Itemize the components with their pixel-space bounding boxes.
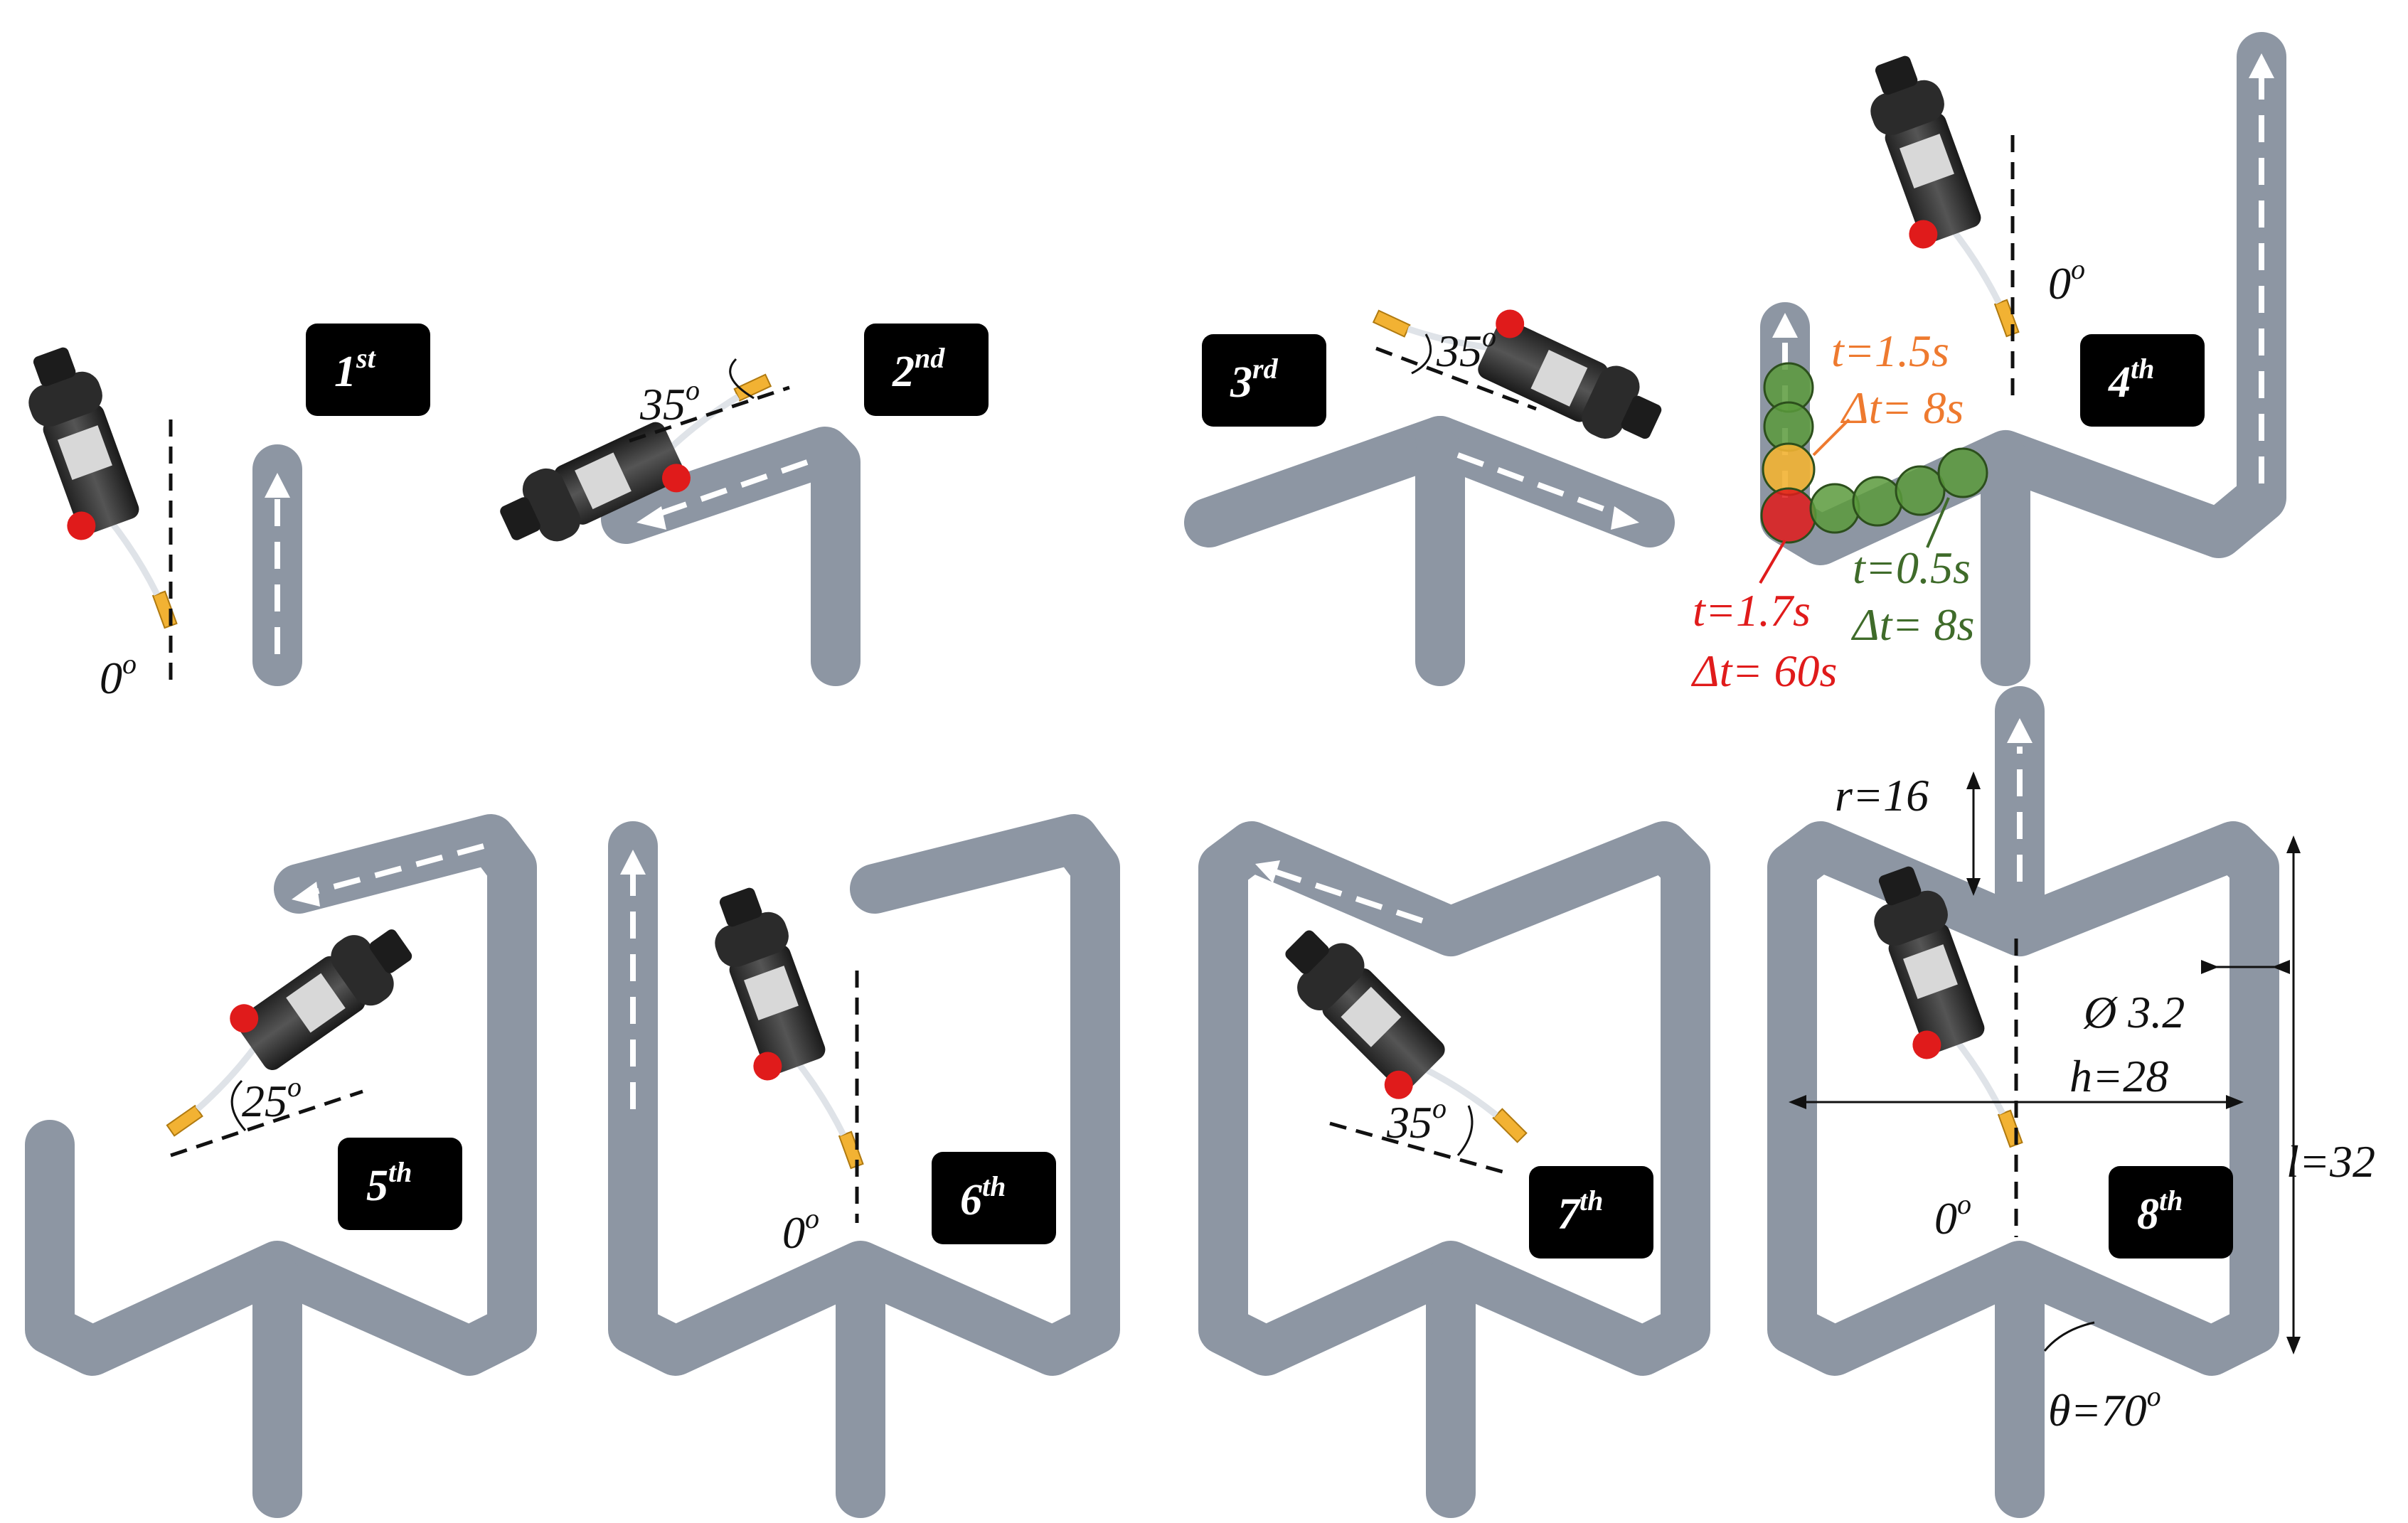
reference-line-step2: [629, 385, 790, 443]
dim-arrowhead: [2201, 960, 2219, 974]
arrowhead-step6: [620, 850, 646, 875]
direction-arrow-step3: [1456, 452, 1623, 518]
printhead-step4: [1850, 48, 2028, 356]
dimension-theta-arc: [2043, 1321, 2095, 1352]
step-badge-4: 4th: [2080, 334, 2205, 427]
direction-arrow-step5: [311, 843, 485, 895]
dimension-label-h: h=28: [2069, 1051, 2168, 1101]
angle-label-step8: 0o: [1934, 1188, 1971, 1244]
angle-label-step3: 35o: [1436, 321, 1496, 376]
angle-arc-step7: [1456, 1105, 1474, 1156]
step-badge-box: [338, 1138, 462, 1230]
timing-circle-green: [1852, 476, 1903, 527]
step-badge-8: 8th: [2109, 1166, 2233, 1259]
timing-label-green-dt: Δt= 8s: [1850, 599, 1974, 650]
angle-label-step6: 0o: [782, 1202, 819, 1258]
printhead-step1: [9, 340, 186, 648]
step-badge-box: [2109, 1166, 2233, 1259]
arrowhead-step5: [292, 882, 320, 907]
dim-arrowhead: [1966, 878, 1981, 896]
timing-label-orange-dt: Δt= 8s: [1840, 383, 1964, 433]
step-badge-label: 7th: [1557, 1185, 1603, 1239]
arrowhead-step4: [2249, 53, 2274, 78]
angle-label-step2: 35o: [639, 374, 700, 429]
dimension-label-d: Ø 3.2: [2083, 987, 2185, 1037]
direction-arrow-step2: [653, 459, 809, 518]
step-badge-box: [2080, 334, 2205, 427]
step-badge-label: 8th: [2137, 1185, 2183, 1239]
timing-circle-green: [1895, 465, 1946, 516]
leader-line-green: [1926, 497, 1950, 548]
tube-step2: [601, 427, 861, 686]
reference-line-step3: [1375, 346, 1537, 411]
dim-arrowhead: [2272, 960, 2290, 974]
angle-label-step4: 0o: [2048, 253, 2085, 309]
step-badge-box: [1529, 1166, 1653, 1259]
step-badge-box: [864, 324, 989, 416]
angle-label-step5: 25o: [242, 1071, 302, 1126]
timing-circle-green: [1809, 483, 1860, 534]
arrowhead-step7: [1255, 860, 1280, 883]
dimension-label-r: r=16: [1835, 770, 1929, 821]
step-badge-2: 2nd: [864, 324, 989, 416]
step-badge-7: 7th: [1529, 1166, 1653, 1259]
timing-label-red-dt: Δt= 60s: [1690, 646, 1837, 696]
arrowhead-step8: [2007, 718, 2033, 743]
timing-label-red-t: t=1.7s: [1693, 585, 1811, 636]
arrowhead-step2: [636, 506, 666, 530]
angle-arc-step3: [1411, 333, 1432, 375]
step-badge-box: [306, 324, 430, 416]
step-badge-label: 6th: [960, 1170, 1006, 1224]
tube-step7: [1198, 821, 1710, 1376]
tube-step6: [608, 814, 1120, 1376]
printhead-step6: [695, 880, 872, 1188]
timing-circle-orange: [1762, 442, 1816, 496]
tube-step3-left: [1184, 416, 1465, 547]
arrowhead-step4-left: [1772, 313, 1798, 338]
leader-line-orange: [1812, 418, 1850, 456]
step-badge-label: 4th: [2108, 353, 2154, 407]
dim-arrowhead: [2226, 1095, 2244, 1109]
timing-circle-red: [1760, 487, 1817, 544]
dimension-label-l: l=32: [2286, 1136, 2375, 1187]
angle-label-step1: 0o: [100, 648, 137, 703]
step-badge-label: 2nd: [892, 342, 945, 396]
step-badge-label: 3rd: [1230, 353, 1279, 407]
step-badge-5: 5th: [338, 1138, 462, 1230]
tube-step5: [25, 814, 537, 1376]
step-badge-box: [932, 1152, 1056, 1244]
dimension-label-theta: θ=70o: [2048, 1380, 2161, 1436]
step-badge-1: 1st: [306, 324, 430, 416]
step-badge-box: [1202, 334, 1326, 427]
angle-arc-step5: [230, 1079, 247, 1131]
reference-line-step7: [1329, 1121, 1508, 1175]
step-badge-label: 1st: [334, 342, 377, 396]
arrowhead-step3: [1611, 506, 1639, 530]
angle-arc-step2: [729, 358, 755, 400]
arrowhead-step1: [265, 473, 290, 498]
timing-label-green-t: t=0.5s: [1853, 543, 1971, 593]
tube-step8: [1767, 821, 2279, 1376]
dim-arrowhead: [2286, 1337, 2301, 1354]
leader-line-red: [1759, 539, 1786, 584]
step-badge-3: 3rd: [1202, 334, 1326, 427]
dim-arrowhead: [2286, 835, 2301, 853]
dim-arrowhead: [1789, 1095, 1806, 1109]
direction-arrow-step7: [1272, 868, 1424, 924]
timing-label-orange-t: t=1.5s: [1831, 326, 1949, 376]
step-badge-label: 5th: [366, 1156, 412, 1210]
dim-arrowhead: [1966, 771, 1981, 789]
reference-line-step5: [170, 1089, 363, 1158]
timing-circle-green: [1937, 447, 1988, 498]
step-badge-6: 6th: [932, 1152, 1056, 1244]
angle-label-step7: 35o: [1386, 1092, 1447, 1148]
